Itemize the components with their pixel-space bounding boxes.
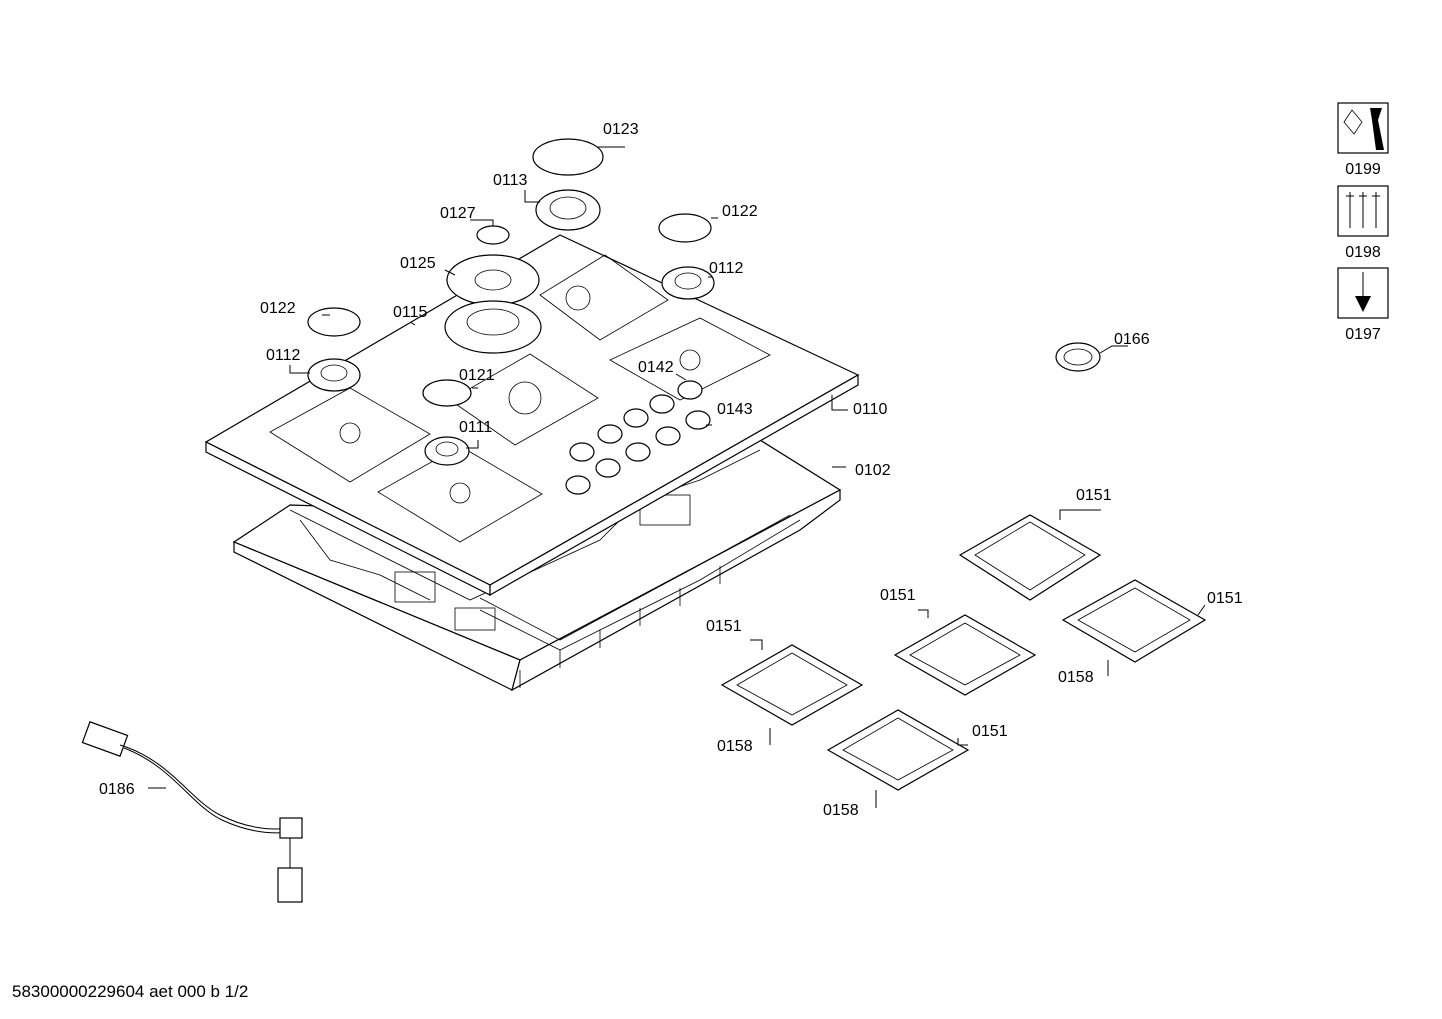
label-0158: 0158 <box>717 738 753 755</box>
label-0158: 0158 <box>823 802 859 819</box>
label-0115: 0115 <box>393 304 428 321</box>
callout-leaders <box>148 146 1206 808</box>
screwdriver-icon <box>1337 267 1389 319</box>
label-0110: 0110 <box>853 401 888 418</box>
label-0142: 0142 <box>638 359 674 376</box>
label-0151: 0151 <box>972 723 1008 740</box>
label-0122: 0122 <box>722 203 758 220</box>
burner-parts <box>307 138 715 466</box>
document-footer: 58300000229604 aet 000 b 1/2 <box>12 982 249 1001</box>
label-0121: 0121 <box>459 367 495 384</box>
label-0111: 0111 <box>459 419 492 436</box>
screws-icon <box>1337 185 1389 237</box>
pan-support-parts <box>720 514 1207 791</box>
label-0151: 0151 <box>706 618 742 635</box>
label-0143: 0143 <box>717 401 753 418</box>
tool-icon-label: 0199 <box>1345 161 1381 178</box>
label-0125: 0125 <box>400 255 436 272</box>
label-0102: 0102 <box>855 462 891 479</box>
label-0127: 0127 <box>440 205 476 222</box>
label-0186: 0186 <box>99 781 135 798</box>
seal-ring-part <box>1055 342 1101 372</box>
nut-wrench-icon <box>1337 102 1389 154</box>
label-0151: 0151 <box>1207 590 1243 607</box>
control-knob-group <box>565 380 711 495</box>
label-0151: 0151 <box>1076 487 1112 504</box>
tool-icon-label: 0198 <box>1345 244 1381 261</box>
label-0151: 0151 <box>880 587 916 604</box>
label-0123: 0123 <box>603 121 639 138</box>
tool-icon-panel: 0199 0198 0197 <box>1337 102 1389 343</box>
label-0166: 0166 <box>1114 331 1150 348</box>
hob-top-plate <box>204 234 860 597</box>
label-0122: 0122 <box>260 300 296 317</box>
label-0112: 0112 <box>266 347 301 364</box>
label-0113: 0113 <box>493 172 528 189</box>
label-0112: 0112 <box>709 260 744 277</box>
label-0158: 0158 <box>1058 669 1094 686</box>
callout-labels: 0123 0113 0127 0122 0125 0112 0122 0115 … <box>99 121 1243 819</box>
tool-icon-label: 0197 <box>1345 326 1381 343</box>
power-cable-part <box>81 721 303 903</box>
